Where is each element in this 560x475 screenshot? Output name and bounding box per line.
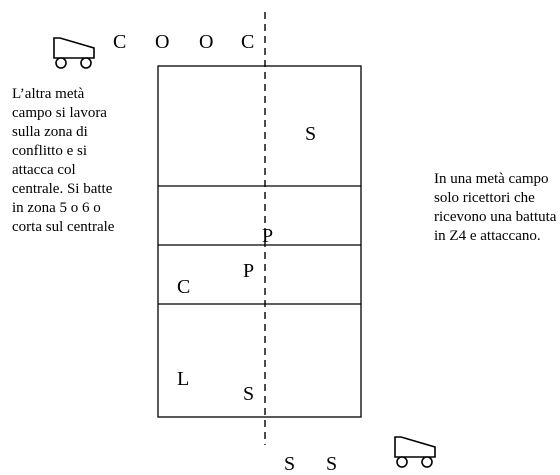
- note-left-text: L’altra metà campo si lavora sulla zona …: [12, 86, 115, 235]
- court-outline: [157, 65, 362, 418]
- zone-letter-s-top: S: [305, 123, 316, 145]
- zone-letter-l: L: [177, 368, 189, 390]
- zone-letter-s-bottom: S: [243, 383, 254, 405]
- top-letter-2: O: [155, 31, 169, 53]
- note-right-text: In una metà campo solo ricettori che ric…: [434, 171, 557, 244]
- top-letter-3: O: [199, 31, 213, 53]
- zone-letter-p-lower: P: [243, 260, 254, 282]
- top-letter-1: C: [113, 31, 126, 53]
- cart-icon-top: [53, 37, 95, 69]
- zone-letter-c: C: [177, 276, 190, 298]
- cart-icon-bottom: [394, 436, 436, 468]
- bottom-letter-2: S: [326, 453, 337, 475]
- zone-letter-p-upper: P: [262, 225, 273, 247]
- bottom-letter-1: S: [284, 453, 295, 475]
- top-letter-4: C: [241, 31, 254, 53]
